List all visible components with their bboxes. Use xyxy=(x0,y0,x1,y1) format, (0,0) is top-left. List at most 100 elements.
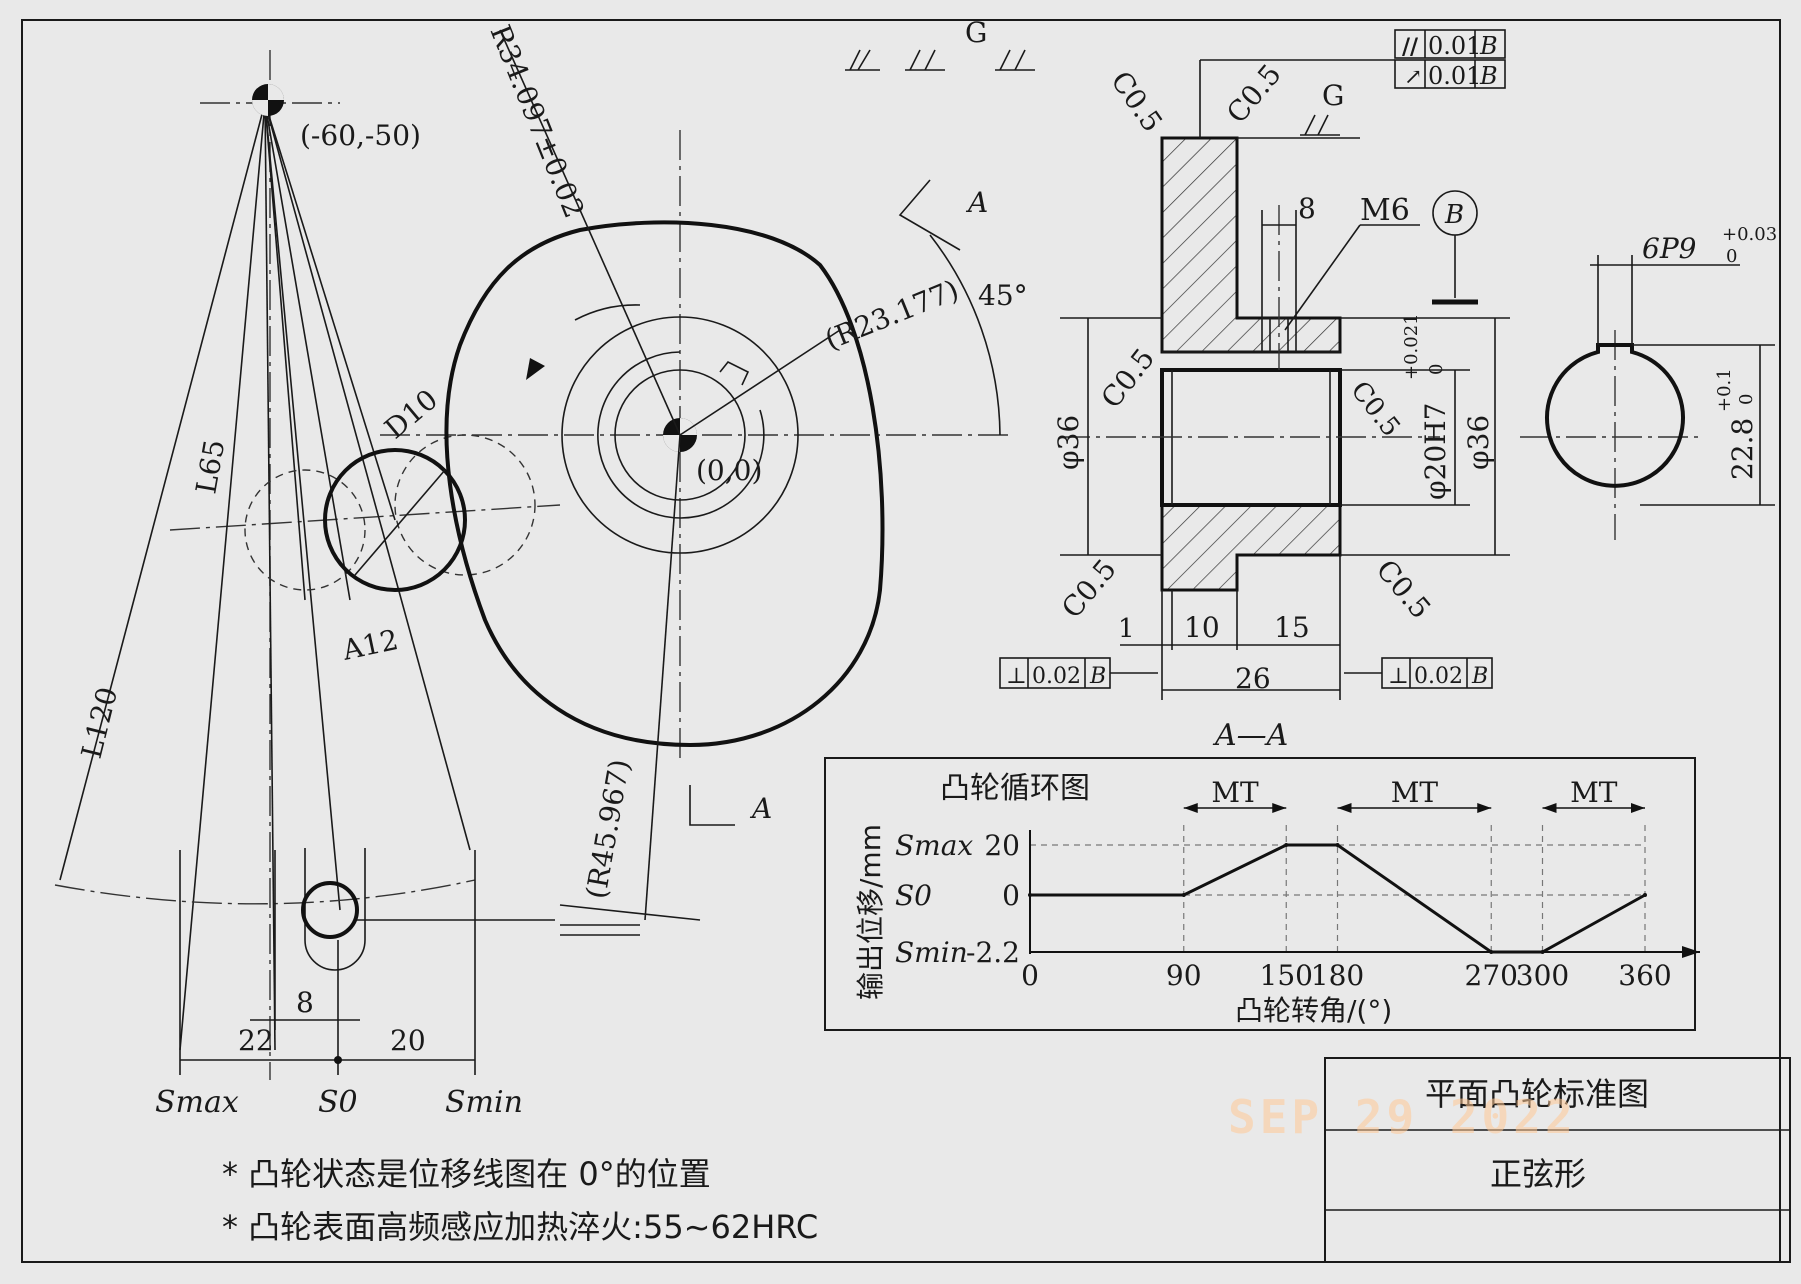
svg-text:⊥: ⊥ xyxy=(1006,664,1027,689)
dim-20: 20 xyxy=(390,1024,426,1057)
s-0-label: S0 xyxy=(318,1085,358,1120)
cam-profile xyxy=(444,220,885,748)
chart-ylabel: 输出位移/mm xyxy=(854,824,887,1000)
dia-36-left: φ36 xyxy=(1052,415,1085,470)
thread-dim-8: 8 xyxy=(1298,192,1316,225)
s-max-label: Smax xyxy=(155,1085,239,1120)
date-stamp: SEP 29 2022 xyxy=(1228,1090,1577,1144)
origin-coordinate: (0,0) xyxy=(696,454,762,487)
radius-base-label: (R45.967) xyxy=(579,757,636,901)
dim-22: 22 xyxy=(238,1024,274,1057)
chart-xtick-3: 180 xyxy=(1311,959,1364,992)
chamfer-bottom-left: C0.5 xyxy=(1055,553,1123,625)
svg-text:B: B xyxy=(1479,32,1498,60)
svg-text://: // xyxy=(1402,34,1419,60)
svg-text:0.01: 0.01 xyxy=(1428,32,1481,60)
chart-ytick-value-2: -2.2 xyxy=(966,936,1020,969)
chart-segment-arrow-right-2 xyxy=(1631,803,1645,813)
chamfer-top-right: C0.5 xyxy=(1220,58,1288,130)
chart-point-0 xyxy=(1028,893,1032,897)
chart-frame xyxy=(824,757,1696,1031)
svg-text:B: B xyxy=(1089,664,1106,689)
chart-segment-arrow-right-1 xyxy=(1477,803,1492,813)
runout-tolerance-frame: ↗ 0.01 B xyxy=(1394,59,1506,90)
svg-text:⊥: ⊥ xyxy=(1388,664,1409,689)
chart-point-1 xyxy=(1181,893,1186,897)
keyway-tol-upper: +0.03 xyxy=(1722,224,1777,245)
chart-segment-label-0: MT xyxy=(1211,776,1259,809)
section-view: // 0.01 B ↗ 0.01 B C0.5 C0.5 C0.5 C0.5 C… xyxy=(999,29,1510,753)
chart-ytick-name-1: S0 xyxy=(895,879,932,912)
surface-finish-symbols: G xyxy=(845,16,1035,71)
depth-tol-lower: 0 xyxy=(1736,394,1757,405)
dim-10: 10 xyxy=(1184,611,1220,644)
datum-b-letter: B xyxy=(1444,200,1464,230)
chart-x-arrow-icon xyxy=(1682,946,1700,958)
surface-mark-g-top: G xyxy=(965,16,987,49)
note-1: * 凸轮状态是位移线图在 0°的位置 xyxy=(222,1155,711,1193)
dim-15: 15 xyxy=(1274,611,1310,644)
dim-8: 8 xyxy=(296,986,314,1019)
keyway-tol-lower: 0 xyxy=(1726,246,1737,267)
chart-xtick-4: 270 xyxy=(1465,959,1518,992)
chart-ytick-value-1: 0 xyxy=(1002,879,1020,912)
section-mark-bottom: A xyxy=(749,792,772,825)
chart-xtick-5: 300 xyxy=(1516,959,1569,992)
title-block: 平面凸轮标准图 正弦形 xyxy=(1324,1057,1791,1263)
key-view: 6P9 +0.03 0 22.8 +0.1 0 xyxy=(1520,224,1777,540)
sheet-border xyxy=(21,19,1781,1263)
arc-angle-label: A12 xyxy=(339,623,401,667)
arm-long-label: L120 xyxy=(75,684,124,762)
chamfer-mid-left: C0.5 xyxy=(1095,342,1162,414)
section-mark-top: A xyxy=(965,186,988,219)
chart-ytick-value-0: 20 xyxy=(984,829,1020,862)
svg-text:↗: ↗ xyxy=(1404,65,1422,90)
chart-xlabel: 凸轮转角/(°) xyxy=(1235,994,1392,1027)
chart-ytick-name-0: Smax xyxy=(895,829,973,862)
svg-text:B: B xyxy=(1471,664,1488,689)
chart-point-4 xyxy=(1489,950,1494,954)
roller xyxy=(323,448,467,592)
chart-title: 凸轮循环图 xyxy=(940,771,1090,806)
svg-text:0.01: 0.01 xyxy=(1428,62,1481,90)
depth-label: 22.8 xyxy=(1726,418,1759,480)
chart-point-5 xyxy=(1540,950,1545,954)
chart-point-2 xyxy=(1284,843,1289,847)
arm-short-label: L65 xyxy=(189,437,231,496)
perp-tolerance-frame-right: ⊥ 0.02 B xyxy=(1344,657,1493,689)
title-block-subtitle: 正弦形 xyxy=(1490,1155,1586,1193)
title-block-title: 平面凸轮标准图 xyxy=(1425,1075,1649,1113)
depth-tol-upper: +0.1 xyxy=(1714,368,1735,412)
chart-segment-arrow-left-0 xyxy=(1183,803,1198,813)
note-2: * 凸轮表面高频感应加热淬火:55~62HRC xyxy=(222,1208,818,1246)
radius-key-label: (R23.177) xyxy=(820,273,963,356)
dia-36-right: φ36 xyxy=(1462,415,1495,470)
chart-segment-arrow-right-0 xyxy=(1272,803,1287,813)
pivot-coordinate: (-60,-50) xyxy=(300,119,421,152)
chart-ytick-name-2: Smin xyxy=(895,936,968,969)
radius-outer-label: R34.097±0.02 xyxy=(484,20,591,222)
svg-text:0.02: 0.02 xyxy=(1032,664,1081,689)
keyway-label: 6P9 xyxy=(1642,232,1696,265)
key-hub-outline xyxy=(1545,343,1685,488)
svg-text:B: B xyxy=(1479,62,1498,90)
chamfer-mid-right: C0.5 xyxy=(1344,376,1405,443)
chart-segment-label-1: MT xyxy=(1391,776,1439,809)
bore-tol-upper: +0.021 xyxy=(1401,313,1422,380)
parallel-tolerance-frame: // 0.01 B xyxy=(1394,29,1506,60)
surface-mark-g-right: G xyxy=(1322,79,1344,112)
chart-xtick-1: 90 xyxy=(1166,959,1202,992)
angle-label: 45° xyxy=(978,279,1028,312)
chart-point-3 xyxy=(1335,843,1340,847)
svg-text:0.02: 0.02 xyxy=(1414,664,1463,689)
s-min-label: Smin xyxy=(445,1085,523,1120)
chart-segment-arrow-left-2 xyxy=(1542,803,1557,813)
chart-segment-label-2: MT xyxy=(1570,776,1618,809)
chamfer-bottom-right: C0.5 xyxy=(1370,553,1438,625)
chart-xtick-0: 0 xyxy=(1021,959,1039,992)
chart-segment-arrow-left-1 xyxy=(1337,803,1352,813)
chamfer-top-left: C0.5 xyxy=(1104,65,1169,138)
